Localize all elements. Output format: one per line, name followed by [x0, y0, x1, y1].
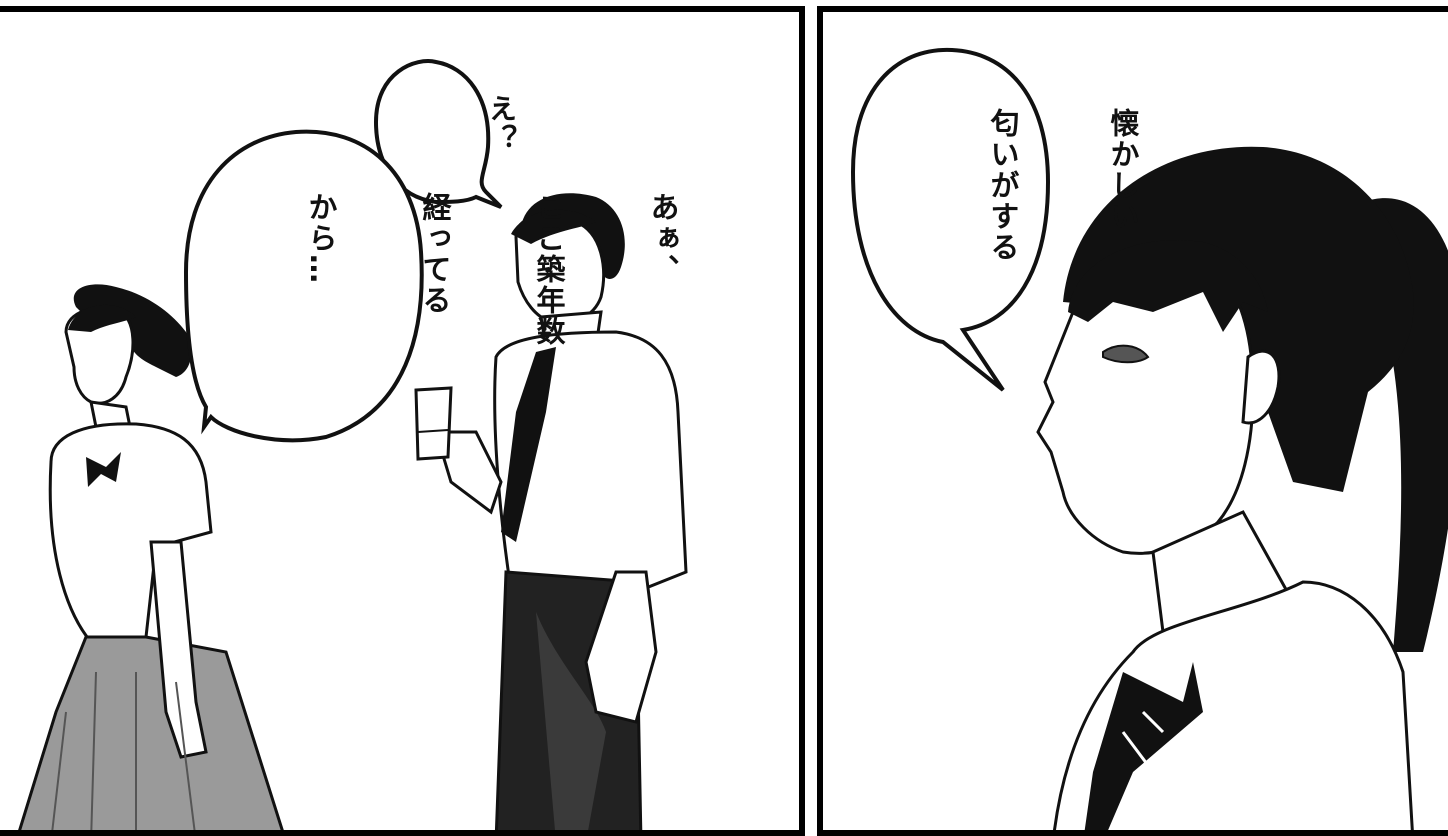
speech-text-large: あぁ、 ここ築年数 経ってる から… — [226, 192, 758, 347]
speech-text-right: 懐かしい 匂いがする — [903, 108, 1223, 263]
panel-right-art — [850, 47, 1448, 830]
panel-left-art — [18, 59, 688, 830]
schoolgirl-closeup-figure — [1036, 146, 1448, 830]
speech-line: あぁ、 — [646, 192, 680, 285]
schoolgirl-figure — [18, 284, 284, 830]
speech-line: から… — [304, 192, 338, 285]
speech-line: え？ — [485, 94, 518, 154]
speech-bubble-large — [183, 129, 424, 443]
speech-line: 懐かしい — [1106, 108, 1140, 232]
man-figure — [414, 193, 688, 830]
speech-bubble-small — [373, 59, 503, 209]
speech-bubble-right — [850, 47, 1051, 392]
speech-line: 経ってる — [418, 192, 452, 316]
panel-left: え？ あぁ、 ここ築年数 経ってる から… — [0, 6, 805, 836]
speech-line: ここ築年数 — [532, 192, 566, 347]
speech-text-small: え？ — [416, 94, 586, 165]
speech-line: 匂いがする — [986, 108, 1020, 263]
panel-right: 懐かしい 匂いがする — [817, 6, 1448, 836]
